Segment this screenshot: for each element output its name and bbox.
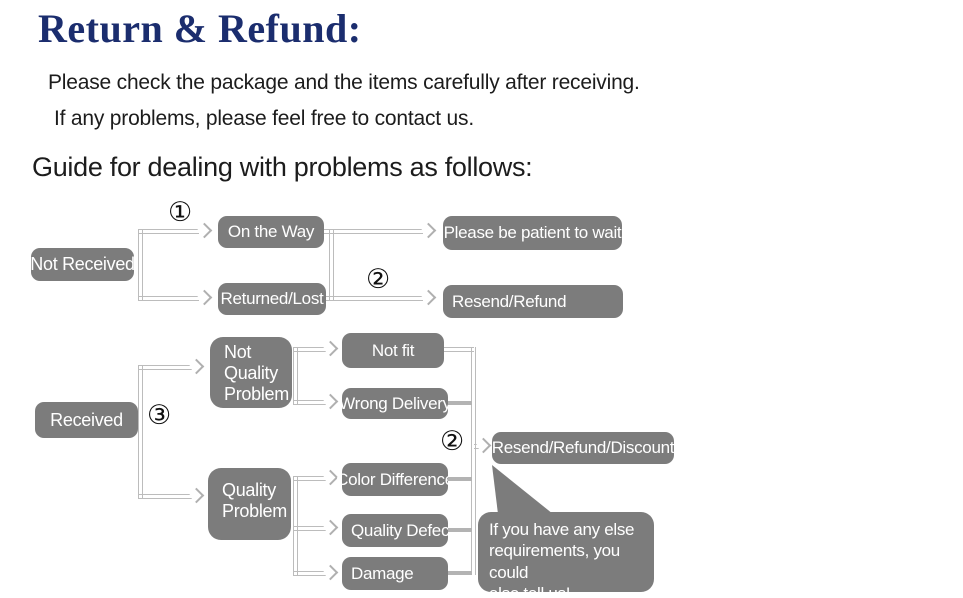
page-title: Return & Refund: xyxy=(38,6,362,51)
stub-quality-defect xyxy=(448,528,472,532)
step-badge-1: ① xyxy=(168,197,193,228)
connector-top-merge xyxy=(329,229,334,301)
step-badge-3: ③ xyxy=(147,400,172,431)
intro-line-2: If any problems, please feel free to con… xyxy=(54,107,474,130)
stub-color-difference xyxy=(448,477,472,481)
connector-to-not-quality xyxy=(138,365,192,370)
arrow-icon-quality-defect xyxy=(322,519,339,536)
stub-wrong-delivery xyxy=(448,401,472,405)
node-not-quality-problem: Not Quality Problem xyxy=(210,337,292,408)
callout-bubble: If you have any else requirements, you c… xyxy=(478,512,654,598)
node-resend-refund: Resend/Refund xyxy=(443,285,623,318)
speech-bubble-tail-icon xyxy=(492,465,553,514)
connector-to-quality xyxy=(138,494,192,499)
step-badge-2-top: ② xyxy=(366,264,391,295)
node-not-received: Not Received xyxy=(30,248,135,281)
arrow-icon-not-quality xyxy=(188,358,205,375)
node-on-the-way: On the Way xyxy=(218,216,324,248)
stub-damage xyxy=(448,571,472,575)
connector-to-returned-lost xyxy=(138,296,199,301)
connector-collector xyxy=(471,347,476,575)
connector-to-on-the-way xyxy=(138,229,199,234)
arrow-icon-not-fit xyxy=(322,340,339,357)
connector-to-quality-defect xyxy=(293,526,326,531)
connector-to-wrong-delivery xyxy=(293,400,326,405)
connector-to-please-wait xyxy=(324,229,423,234)
node-color-difference: Color Difference xyxy=(336,463,454,496)
connector-to-not-fit xyxy=(293,347,326,352)
node-quality-defect: Quality Defect xyxy=(342,514,454,547)
node-quality-problem: Quality Problem xyxy=(208,468,291,540)
arrow-icon-damage xyxy=(322,564,339,581)
connector-to-damage xyxy=(293,571,326,576)
arrow-icon-wrong-delivery xyxy=(322,393,339,410)
arrow-icon-on-the-way xyxy=(196,222,213,239)
connector-not-received-branch xyxy=(138,229,143,301)
connector-to-color-difference xyxy=(293,476,326,481)
node-received: Received xyxy=(35,402,138,438)
arrow-icon-returned-lost xyxy=(196,289,213,306)
guide-heading: Guide for dealing with problems as follo… xyxy=(32,152,533,182)
node-wrong-delivery: Wrong Delivery xyxy=(339,388,451,419)
step-badge-2-bottom: ② xyxy=(440,426,465,457)
node-damage: Damage xyxy=(342,557,448,590)
intro-line-1: Please check the package and the items c… xyxy=(48,71,640,94)
stub-not-fit xyxy=(444,347,474,352)
arrow-icon-quality xyxy=(188,487,205,504)
node-please-wait: Please be patient to wait xyxy=(443,216,622,250)
node-resend-refund-discount: Resend/Refund/Discount xyxy=(492,432,675,464)
connector-to-resend-refund xyxy=(326,296,423,301)
connector-received-branch xyxy=(138,365,143,499)
connector-not-quality-split xyxy=(293,347,298,405)
node-returned-lost: Returned/Lost xyxy=(218,283,326,315)
arrow-icon-please-wait xyxy=(420,222,437,239)
node-not-fit: Not fit xyxy=(342,333,444,368)
arrow-icon-discount xyxy=(475,437,492,454)
arrow-icon-resend-refund xyxy=(420,289,437,306)
